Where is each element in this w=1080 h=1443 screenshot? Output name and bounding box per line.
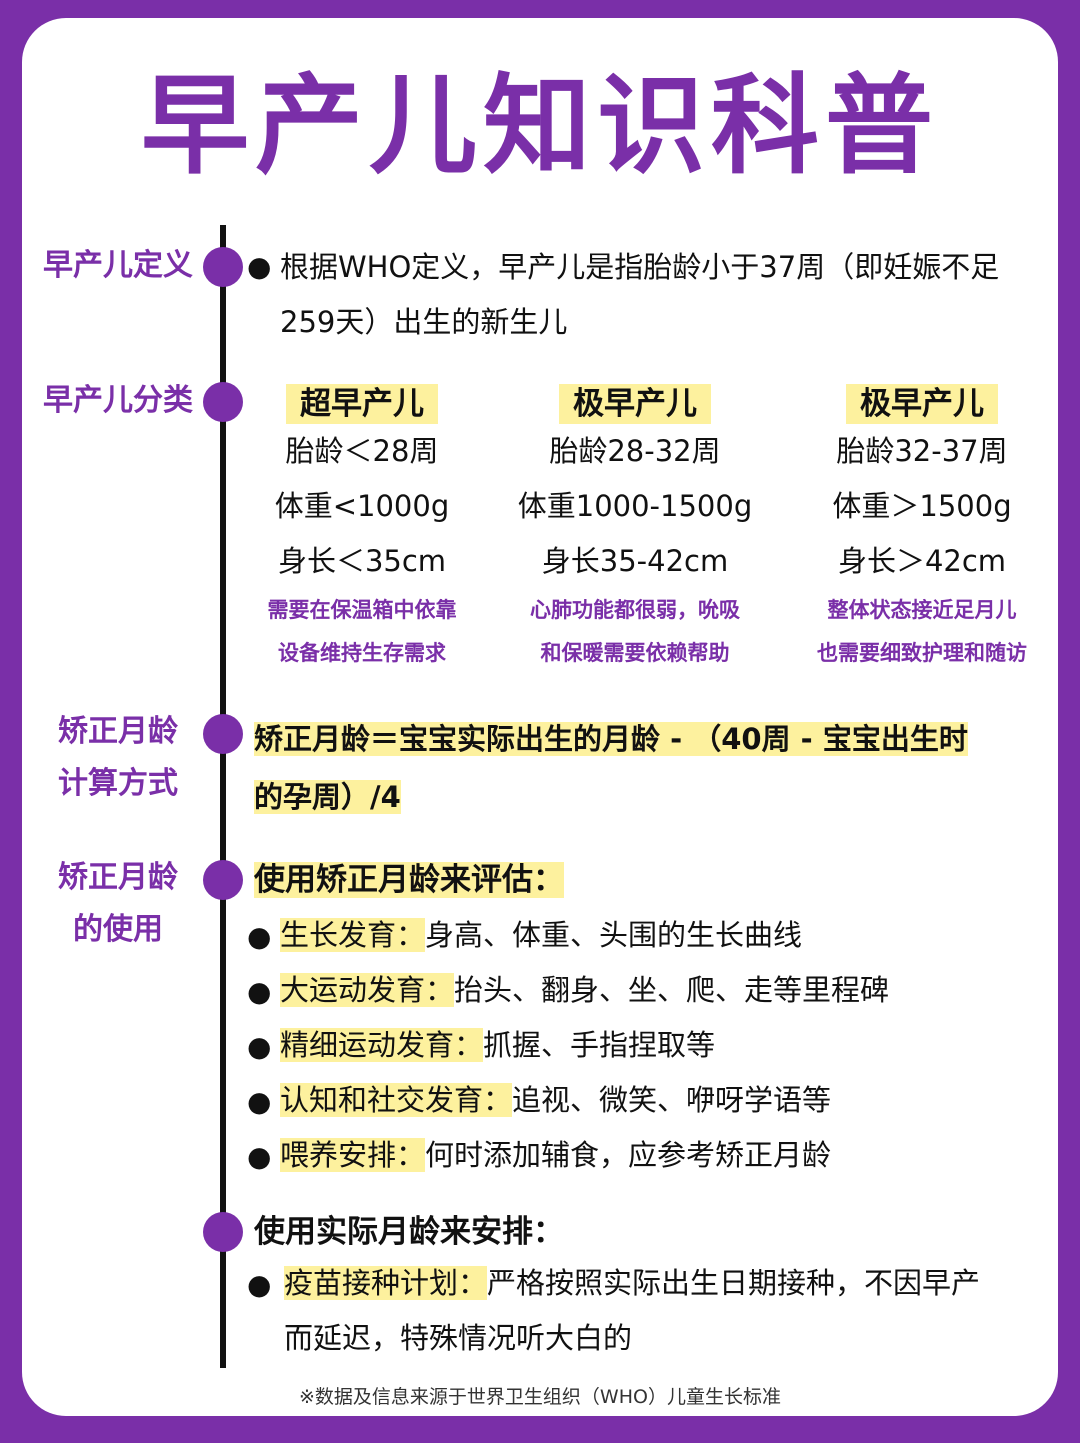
class-age: 胎龄28-32周 [549, 434, 721, 468]
timeline-dot-classification [203, 382, 243, 422]
formula-line-1: 矫正月龄＝宝宝实际出生的月龄 - （40周 - 宝宝出生时 [254, 722, 968, 756]
bullet-icon: ● [247, 1085, 272, 1118]
usage-item-value: 何时添加辅食，应参考矫正月龄 [425, 1138, 832, 1172]
usage-item-value: 抬头、翻身、坐、爬、走等里程碑 [454, 973, 890, 1007]
class-name: 超早产儿 [286, 384, 438, 424]
usage-label: 矫正月龄 的使用 [38, 852, 198, 956]
class-note-1: 心肺功能都很弱，吮吸 [530, 598, 740, 622]
class-age: 胎龄32-37周 [836, 434, 1008, 468]
class-name: 极早产儿 [559, 384, 711, 424]
class-note-2: 和保暖需要依赖帮助 [540, 641, 730, 665]
actual-item: 疫苗接种计划：严格按照实际出生日期接种，不因早产 [284, 1261, 980, 1305]
timeline-dot-actual [203, 1212, 243, 1252]
usage-item: 认知和社交发育：追视、微笑、咿呀学语等 [280, 1078, 831, 1122]
class-note-2: 设备维持生存需求 [278, 641, 446, 665]
calc-label-line-1: 矫正月龄 [58, 714, 178, 749]
bullet-icon: ● [247, 920, 272, 953]
calc-formula: 矫正月龄＝宝宝实际出生的月龄 - （40周 - 宝宝出生时 的孕周）/4 [254, 710, 1044, 826]
classification-label: 早产儿分类 [43, 383, 193, 418]
bullet-icon: ● [247, 250, 272, 283]
usage-item: 精细运动发育：抓握、手指捏取等 [280, 1023, 715, 1067]
usage-item-value: 身高、体重、头围的生长曲线 [425, 918, 803, 952]
source-footnote: ※数据及信息来源于世界卫生组织（WHO）儿童生长标准 [299, 1386, 781, 1408]
timeline-dot-definition [203, 247, 243, 287]
usage-heading: 使用矫正月龄来评估： [254, 858, 564, 902]
definition-line-1: 根据WHO定义，早产儿是指胎龄小于37周（即妊娠不足 [280, 250, 1000, 284]
class-weight: 体重＞1500g [832, 489, 1012, 523]
page-title: 早产儿知识科普 [140, 64, 939, 189]
usage-label-line-2: 的使用 [73, 912, 163, 947]
usage-item-key: 喂养安排： [280, 1138, 426, 1172]
class-column-2: 极早产儿 胎龄28-32周 体重1000-1500g 身长35-42cm 心肺功… [505, 384, 765, 675]
usage-item-value: 抓握、手指捏取等 [483, 1028, 716, 1062]
content-card [22, 18, 1058, 1416]
calc-label-line-2: 计算方式 [58, 766, 178, 801]
class-note-1: 需要在保温箱中依靠 [267, 598, 457, 622]
class-note-1: 整体状态接近足月儿 [827, 598, 1017, 622]
timeline-dot-usage [203, 860, 243, 900]
actual-heading: 使用实际月龄来安排： [254, 1214, 564, 1250]
calc-label: 矫正月龄 计算方式 [38, 706, 198, 810]
formula-line-2: 的孕周）/4 [254, 780, 401, 814]
class-column-1: 超早产儿 胎龄＜28周 体重<1000g 身长＜35cm 需要在保温箱中依靠 设… [232, 384, 492, 675]
usage-item: 生长发育：身高、体重、头围的生长曲线 [280, 913, 802, 957]
usage-item-key: 生长发育： [280, 918, 426, 952]
bullet-icon: ● [247, 1030, 272, 1063]
usage-item-key: 精细运动发育： [280, 1028, 484, 1062]
bullet-icon: ● [247, 1140, 272, 1173]
actual-item-value: 严格按照实际出生日期接种，不因早产 [487, 1266, 981, 1300]
class-weight: 体重1000-1500g [517, 489, 753, 523]
usage-item-key: 大运动发育： [280, 973, 455, 1007]
actual-item-continuation: 而延迟，特殊情况听大白的 [284, 1321, 633, 1355]
timeline-line [220, 225, 226, 1368]
class-length: 身长35-42cm [541, 544, 729, 578]
usage-heading-text: 使用矫正月龄来评估： [254, 862, 564, 898]
bullet-icon: ● [247, 1268, 272, 1301]
usage-item-key: 认知和社交发育： [280, 1083, 513, 1117]
class-note-2: 也需要细致护理和随访 [817, 641, 1027, 665]
class-age: 胎龄＜28周 [285, 434, 439, 468]
usage-label-line-1: 矫正月龄 [58, 860, 178, 895]
timeline-dot-calc [203, 714, 243, 754]
usage-item-value: 追视、微笑、咿呀学语等 [512, 1083, 832, 1117]
usage-item: 大运动发育：抬头、翻身、坐、爬、走等里程碑 [280, 968, 889, 1012]
definition-label: 早产儿定义 [43, 248, 193, 283]
definition-line-2: 259天）出生的新生儿 [280, 305, 568, 339]
class-column-3: 极早产儿 胎龄32-37周 体重＞1500g 身长＞42cm 整体状态接近足月儿… [792, 384, 1052, 675]
class-length: 身长＜35cm [277, 544, 447, 578]
class-length: 身长＞42cm [837, 544, 1007, 578]
actual-item-key: 疫苗接种计划： [284, 1266, 488, 1300]
usage-item: 喂养安排：何时添加辅食，应参考矫正月龄 [280, 1133, 831, 1177]
class-name: 极早产儿 [846, 384, 998, 424]
class-weight: 体重<1000g [274, 489, 450, 523]
bullet-icon: ● [247, 975, 272, 1008]
